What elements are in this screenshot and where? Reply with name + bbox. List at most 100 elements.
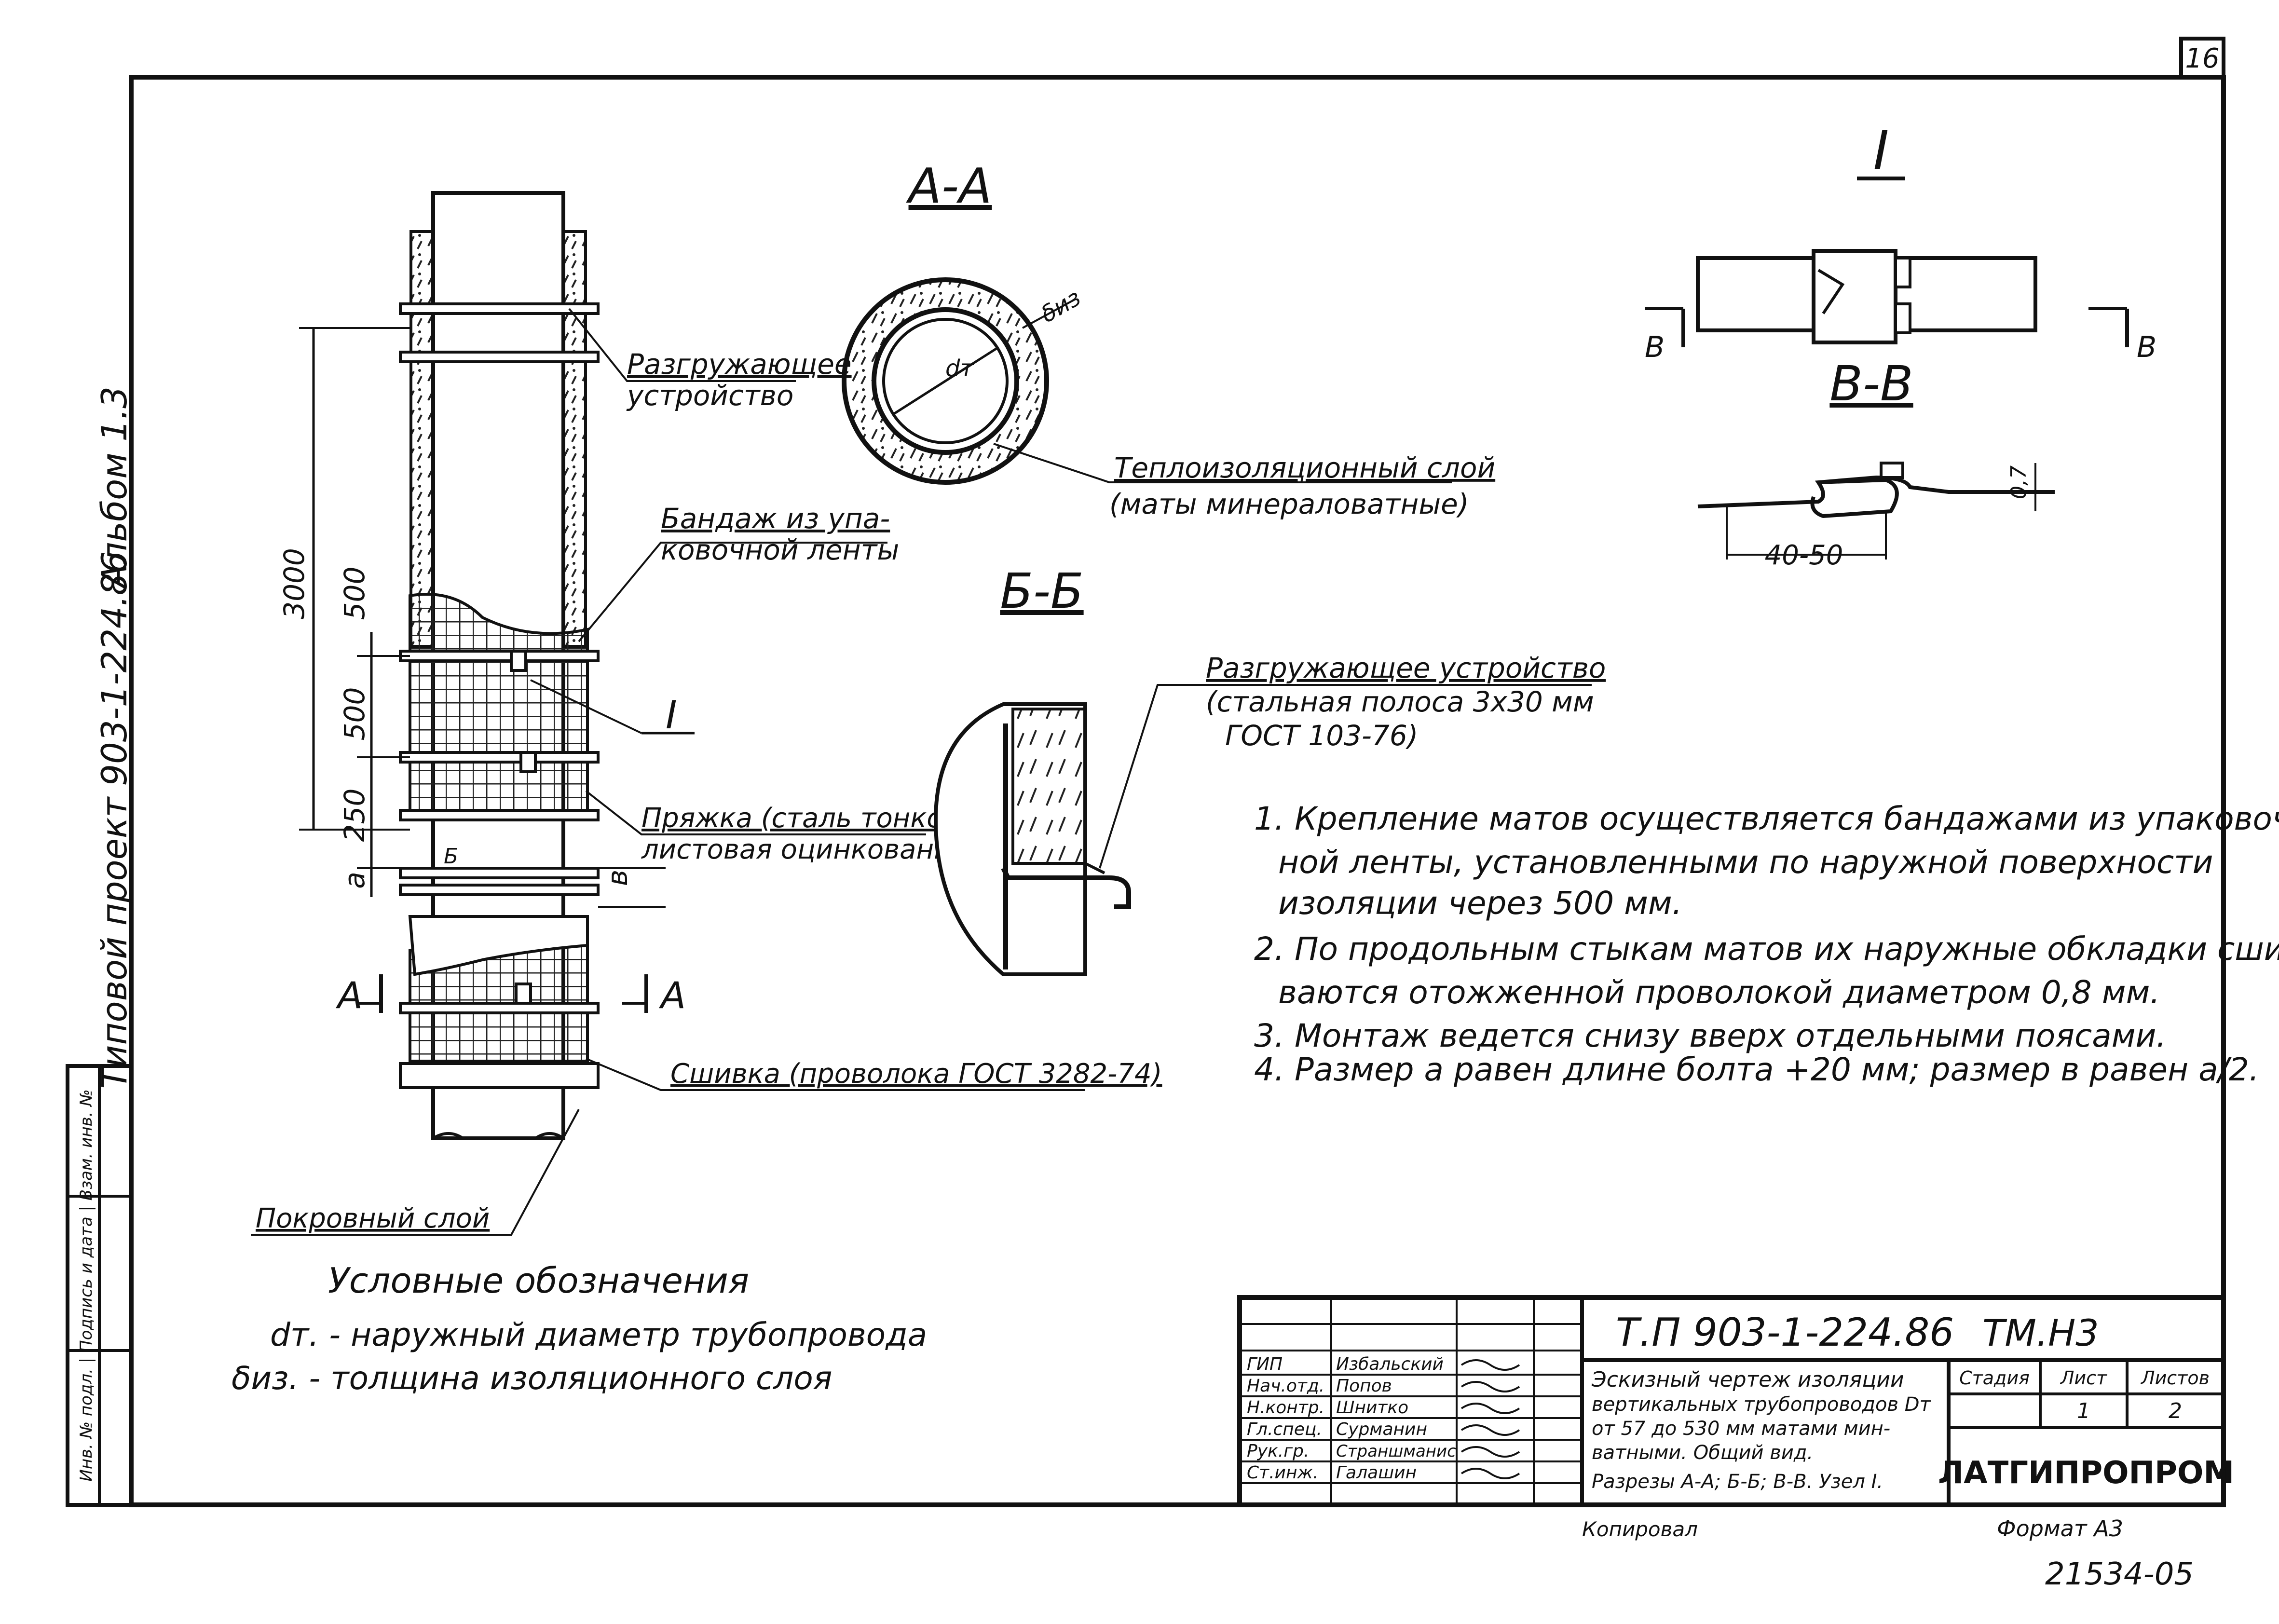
- tb-organization: ЛАТГИПРОПРОМ: [1938, 1455, 2234, 1491]
- buckle: [519, 751, 537, 773]
- unloading-band: [399, 302, 600, 315]
- bandage-ring: [399, 1002, 600, 1014]
- tb-stage-label: Стадия: [1959, 1367, 2030, 1389]
- bandage-ring: [399, 884, 600, 896]
- callout-unloading-1: Разгружающее: [627, 348, 852, 381]
- tb-name: Галашин: [1336, 1463, 1417, 1483]
- label-diz: δиз: [1036, 284, 1086, 328]
- note-line: ваются отожженной проволокой диаметром 0…: [1278, 974, 2160, 1011]
- note-line: ной ленты, установленными по наружной по…: [1278, 844, 2213, 881]
- section-vv-view: [1697, 462, 2055, 560]
- tb-description: Эскизный чертеж изоляции: [1591, 1367, 1904, 1392]
- insulation-left-upper: [409, 230, 435, 648]
- note-line: 2. По продольным стыкам матов их наружны…: [1254, 930, 2279, 968]
- dimension-lines: [299, 327, 666, 908]
- tb-mark: ТМ.Н3: [1982, 1311, 2099, 1354]
- callout-bandage-1: Бандаж из упа-: [661, 502, 890, 535]
- label-dt: dт: [945, 355, 974, 382]
- tb-format: Формат А3: [1997, 1515, 2123, 1542]
- node-i-callout: I: [666, 693, 677, 737]
- cut-v-right: В: [2137, 330, 2156, 364]
- sheet-number: 16: [2185, 43, 2219, 74]
- tb-sheet-value: 1: [2077, 1399, 2090, 1423]
- callout-unloading-steel-2: (стальная полоса 3х30 мм: [1206, 685, 1594, 718]
- cover-torn-edge: [408, 915, 589, 976]
- pipe-assembly: [399, 191, 600, 1140]
- tb-role: Рук.гр.: [1247, 1441, 1309, 1461]
- note-line: 3. Монтаж ведется снизу вверх отдельными…: [1254, 1017, 2166, 1054]
- tb-name: Страншманис: [1336, 1442, 1456, 1461]
- side-inventory-label: Инв. № подл. | Подпись и дата | Взам. ин…: [77, 1089, 96, 1481]
- callout-unloading-2: устройство: [626, 379, 793, 412]
- tb-code: Т.П 903-1-224.86: [1616, 1310, 1954, 1355]
- section-aa-view: [842, 277, 1452, 485]
- node-i-view: [1645, 249, 2129, 347]
- bandage-ring: [399, 867, 600, 879]
- tb-name: Избальский: [1336, 1354, 1444, 1374]
- buckle: [510, 650, 527, 672]
- callout-unloading-steel-1: Разгружающее устройство: [1206, 652, 1606, 684]
- title-node-i: I: [1873, 120, 1889, 181]
- node-i-leader: [530, 679, 642, 734]
- notes-block: 1. Крепление матов осуществляется бандаж…: [1254, 800, 2279, 1088]
- tb-name: Сурманин: [1336, 1419, 1427, 1439]
- title-section-aa: А-А: [906, 158, 992, 214]
- cut-a-right: А: [658, 974, 686, 1017]
- cut-v-left: В: [1645, 330, 1665, 364]
- note-line: изоляции через 500 мм.: [1278, 885, 1682, 922]
- section-bb-view: [933, 684, 1592, 976]
- tb-role: Н.контр.: [1247, 1398, 1324, 1418]
- tb-description: Разрезы А-А; Б-Б; В-В. Узел I.: [1592, 1471, 1883, 1493]
- unloading-band: [399, 351, 600, 363]
- tb-archive-number: 21534-05: [2045, 1556, 2194, 1592]
- note-line: 4. Размер а равен длине болта +20 мм; ра…: [1254, 1051, 2259, 1088]
- dim-3000: 3000: [278, 548, 311, 619]
- insulation-right-upper: [562, 230, 587, 648]
- tb-description: ватными. Общий вид.: [1592, 1442, 1813, 1464]
- callout-cover: Покровный слой: [256, 1203, 490, 1234]
- bandage-ring: [399, 809, 600, 821]
- legend-line-2: δиз. - толщина изоляционного слоя: [232, 1360, 832, 1397]
- tb-name: Попов: [1336, 1376, 1392, 1396]
- callout-thermal-1: Теплоизоляционный слой: [1114, 451, 1495, 484]
- tb-role: Гл.спец.: [1247, 1419, 1322, 1439]
- tb-copied: Копировал: [1582, 1517, 1698, 1541]
- drawing-frame: [66, 37, 2226, 1507]
- note-line: 1. Крепление матов осуществляется бандаж…: [1254, 800, 2279, 837]
- legend-line-1: dт. - наружный диаметр трубопровода: [270, 1316, 927, 1353]
- buckle: [515, 983, 532, 1005]
- signature-marks: [1460, 1359, 1520, 1479]
- dim-b: в: [601, 870, 634, 886]
- tb-role: Ст.инж.: [1247, 1463, 1318, 1483]
- callout-buckle-1: Пряжка (сталь тонко-: [641, 803, 953, 834]
- side-album-label: Альбом 1.3: [94, 386, 135, 590]
- title-block-grid: [1237, 1295, 2226, 1507]
- tb-sheet-label: Лист: [2060, 1367, 2108, 1389]
- callout-stitch: Сшивка (проволока ГОСТ 3282-74): [670, 1058, 1162, 1090]
- mark-b-section: Б: [444, 844, 458, 869]
- tb-name: Шнитко: [1336, 1398, 1408, 1418]
- dim-500-top: 500: [338, 567, 371, 620]
- tb-role: Нач.отд.: [1247, 1376, 1324, 1396]
- bandage-ring: [399, 650, 600, 662]
- dim-0-7: 0,7: [2006, 465, 2031, 499]
- tb-role: ГИП: [1247, 1354, 1283, 1374]
- tb-description: вертикальных трубопроводов Dт: [1592, 1393, 1932, 1416]
- tb-sheets-label: Листов: [2140, 1367, 2210, 1389]
- side-project-label: Типовой проект 903-1-224.86: [94, 551, 135, 1089]
- callout-unloading-steel-3: ГОСТ 103-76): [1225, 719, 1418, 752]
- cut-a-left: А: [335, 974, 363, 1017]
- legend-title: Условные обозначения: [328, 1260, 749, 1301]
- callout-thermal-2: (маты минераловатные): [1109, 488, 1469, 520]
- title-section-bb: Б-Б: [1000, 563, 1083, 619]
- tb-sheets-value: 2: [2169, 1399, 2182, 1423]
- cut-line-aa: [357, 974, 648, 1013]
- callout-leaders: [251, 308, 1085, 1236]
- bandage-ring: [399, 751, 600, 764]
- dim-250: 250: [338, 789, 371, 842]
- title-section-vv: В-В: [1829, 355, 1913, 412]
- bandage-ring: [399, 1062, 600, 1089]
- dim-40-50: 40-50: [1765, 540, 1843, 571]
- callout-bandage-2: ковочной ленты: [661, 533, 899, 566]
